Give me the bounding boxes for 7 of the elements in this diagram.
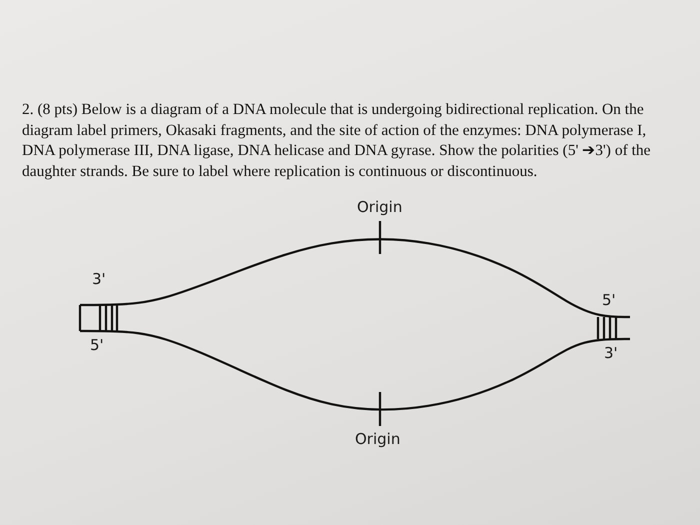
strand-end-label: 3' xyxy=(92,272,106,287)
origin-label: Origin xyxy=(355,432,400,447)
strand-end-label: 5' xyxy=(90,338,104,353)
question-text: 2. (8 pts) Below is a diagram of a DNA molecule that is undergoing bidirectional replication. On the diagram label primers, Okasaki fragments, and the site of action of the enzymes: DNA polymerase I, DNA polymerase III, DNA ligase, DNA helicase and DNA gyrase. Show the polarities (5' ➔3') of the daughter strands. Be sure to label where replication is continuous or discontinuous. xyxy=(22,100,652,182)
strand-end-label: 5' xyxy=(602,293,616,308)
strand-end-label: 3' xyxy=(604,346,618,361)
origin-label: Origin xyxy=(357,200,402,215)
